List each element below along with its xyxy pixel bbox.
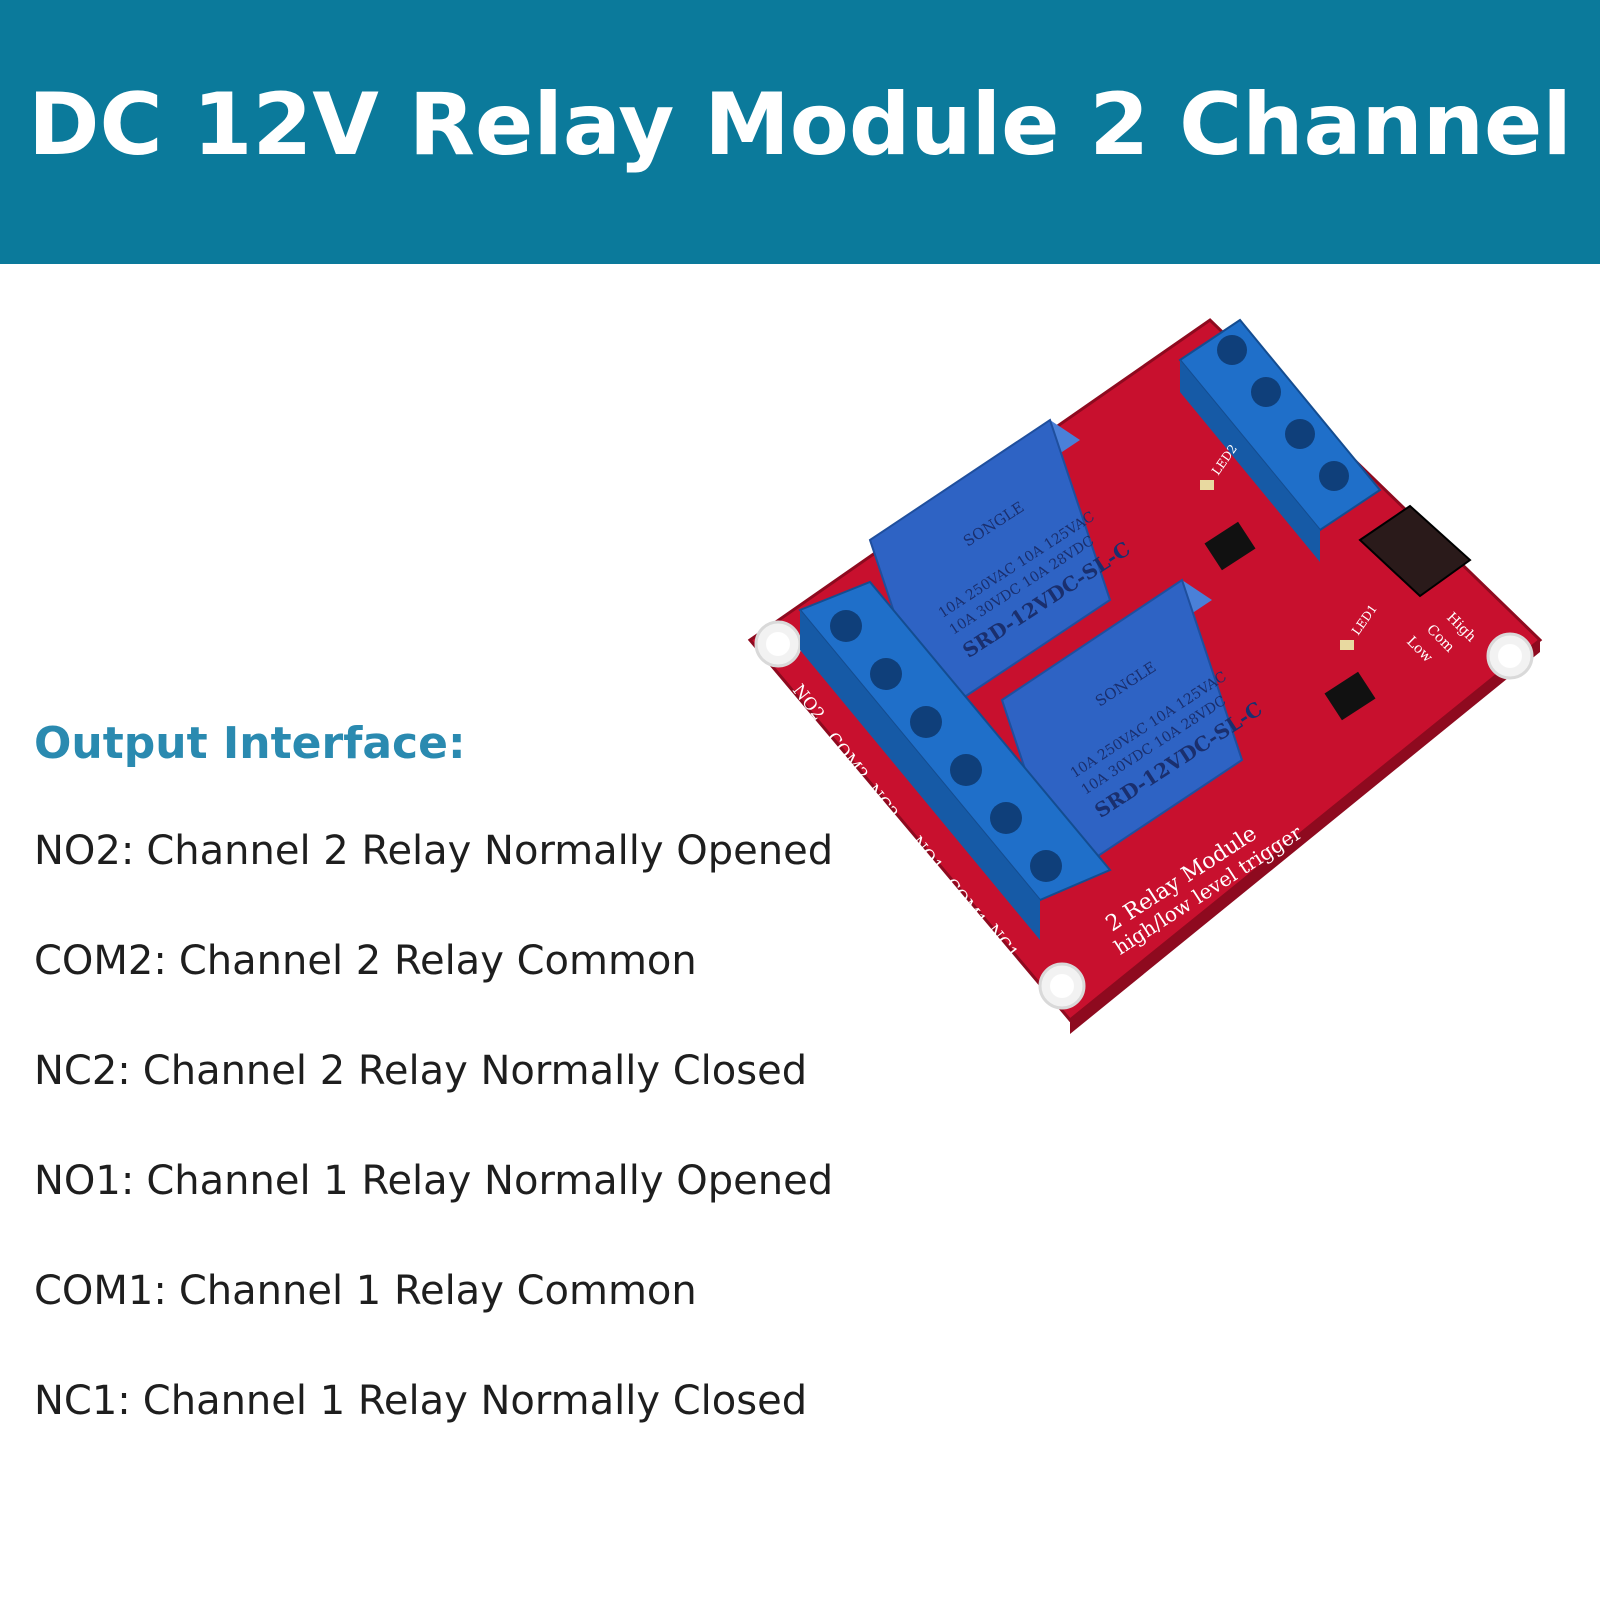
pin-description: Channel 2 Relay Normally Closed — [142, 1048, 808, 1094]
terminal-screw — [1217, 335, 1247, 365]
terminal-screw — [1319, 461, 1349, 491]
pin-description: Channel 2 Relay Normally Opened — [146, 828, 834, 874]
terminal-screw — [830, 610, 862, 642]
pin-item-nc2: NC2:Channel 2 Relay Normally Closed — [34, 1048, 833, 1158]
pin-item-no2: NO2:Channel 2 Relay Normally Opened — [34, 828, 833, 938]
relay-board-svg: SONGLE 10A 250VAC 10A 125VAC 10A 30VDC 1… — [747, 318, 1543, 1034]
terminal-screw — [1251, 377, 1281, 407]
terminal-screw — [990, 802, 1022, 834]
relay-1: SONGLE 10A 250VAC 10A 125VAC 10A 30VDC 1… — [1000, 578, 1267, 882]
terminal-side — [800, 610, 1040, 940]
relay-2: SONGLE 10A 250VAC 10A 125VAC 10A 30VDC 1… — [868, 418, 1135, 722]
pin-description: Channel 1 Relay Common — [178, 1268, 697, 1314]
terminal-side — [1180, 360, 1320, 562]
pin-code: NO2: — [34, 828, 135, 874]
mount-hole-center — [766, 632, 790, 656]
title-banner: DC 12V Relay Module 2 Channel — [0, 0, 1600, 264]
pin-item-nc1: NC1:Channel 1 Relay Normally Closed — [34, 1378, 833, 1488]
pin-item-com2: COM2:Channel 2 Relay Common — [34, 938, 833, 1048]
pin-code: NC2: — [34, 1048, 131, 1094]
pin-description: Channel 1 Relay Normally Opened — [146, 1158, 834, 1204]
led-2 — [1200, 480, 1214, 490]
input-terminal-block — [1178, 318, 1382, 562]
terminal-screw — [910, 706, 942, 738]
pin-item-com1: COM1:Channel 1 Relay Common — [34, 1268, 833, 1378]
terminal-screw — [870, 658, 902, 690]
pin-code: NO1: — [34, 1158, 135, 1204]
mount-hole-center — [1498, 644, 1522, 668]
pin-code: COM1: — [34, 1268, 167, 1314]
pin-item-no1: NO1:Channel 1 Relay Normally Opened — [34, 1158, 833, 1268]
pin-list: NO2:Channel 2 Relay Normally Opened COM2… — [34, 828, 833, 1488]
pcb-edge — [1070, 640, 1540, 1034]
terminal-screw — [950, 754, 982, 786]
page-title: DC 12V Relay Module 2 Channel — [28, 75, 1572, 175]
terminal-screw — [1030, 850, 1062, 882]
pin-description: Channel 2 Relay Common — [178, 938, 697, 984]
output-interface-title: Output Interface: — [34, 718, 466, 769]
optocoupler — [1324, 671, 1376, 721]
pin-description: Channel 1 Relay Normally Closed — [142, 1378, 808, 1424]
relay-module-illustration: SONGLE 10A 250VAC 10A 125VAC 10A 30VDC 1… — [740, 300, 1600, 1060]
jumper-block — [1358, 504, 1472, 598]
mount-hole-center — [1050, 974, 1074, 998]
pin-code: COM2: — [34, 938, 167, 984]
pin-code: NC1: — [34, 1378, 131, 1424]
optocoupler — [1204, 521, 1256, 571]
terminal-screw — [1285, 419, 1315, 449]
led-1 — [1340, 640, 1354, 650]
output-terminal-block — [798, 580, 1112, 940]
